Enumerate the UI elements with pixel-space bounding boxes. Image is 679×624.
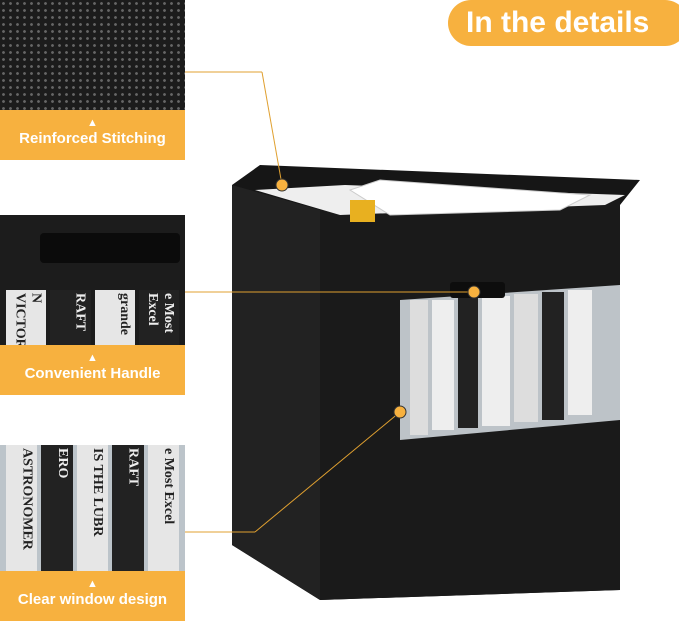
triangle-up-icon: ▲	[87, 578, 98, 590]
stitching-detail-panel: ▲ Reinforced Stitching	[0, 0, 185, 160]
triangle-up-icon: ▲	[87, 117, 98, 129]
triangle-up-icon: ▲	[87, 352, 98, 364]
feature-label-stitching: ▲ Reinforced Stitching	[0, 110, 185, 160]
title-badge: In the details	[448, 0, 679, 46]
handle-detail-panel: N VICTORIA RAFT grande e Most Excel ▲ Co…	[0, 215, 185, 395]
feature-label-handle: ▲ Convenient Handle	[0, 345, 185, 395]
handle-icon	[40, 233, 180, 263]
window-detail-panel: ASTRONOMER ERO IS THE LUBR RAFT e Most E…	[0, 445, 185, 621]
feature-label-window: ▲ Clear window design	[0, 571, 185, 621]
